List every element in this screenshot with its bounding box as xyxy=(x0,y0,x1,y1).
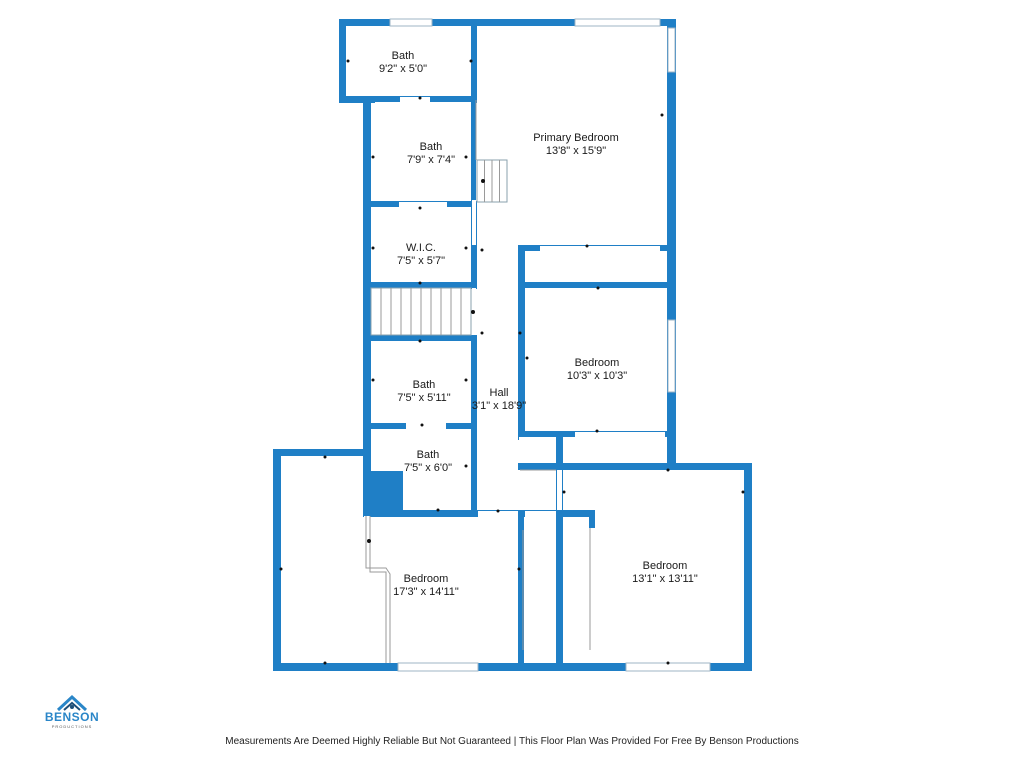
room-bath-4: Bath 7'5" x 6'0" xyxy=(404,449,452,474)
room-bedroom-4: Bedroom 13'1" x 13'11" xyxy=(632,560,698,585)
room-name: Bath xyxy=(420,141,443,153)
benson-logo: BENSON PRODUCTIONS xyxy=(36,694,108,729)
room-name: Primary Bedroom xyxy=(533,132,619,144)
room-size: 7'5" x 5'7" xyxy=(397,255,445,267)
room-size: 7'9" x 7'4" xyxy=(407,154,455,166)
room-bath-2: Bath 7'9" x 7'4" xyxy=(407,141,455,166)
room-size: 7'5" x 5'11" xyxy=(397,392,450,404)
room-bedroom-2: Bedroom 10'3" x 10'3" xyxy=(567,357,627,382)
room-bedroom-3: Bedroom 17'3" x 14'11" xyxy=(393,573,459,598)
room-bath-3: Bath 7'5" x 5'11" xyxy=(397,379,450,404)
room-name: Bath xyxy=(392,50,415,62)
room-labels: Bath 9'2" x 5'0" Bath 7'9" x 7'4" Primar… xyxy=(379,50,698,598)
room-name: W.I.C. xyxy=(406,242,436,254)
room-size: 13'8" x 15'9" xyxy=(546,145,606,157)
room-name: Bath xyxy=(413,379,436,391)
room-size: 3'1" x 18'9" xyxy=(472,400,526,412)
room-size: 17'3" x 14'11" xyxy=(393,586,459,598)
room-bath-1: Bath 9'2" x 5'0" xyxy=(379,50,427,75)
logo-tagline: PRODUCTIONS xyxy=(51,724,93,729)
room-hall: Hall 3'1" x 18'9" xyxy=(472,387,526,412)
benson-house-icon xyxy=(56,694,88,712)
openings xyxy=(364,18,711,672)
room-wic: W.I.C. 7'5" x 5'7" xyxy=(397,242,445,267)
room-size: 7'5" x 6'0" xyxy=(404,462,452,474)
room-primary-bedroom: Primary Bedroom 13'8" x 15'9" xyxy=(533,132,619,157)
markers xyxy=(279,59,745,665)
room-size: 13'1" x 13'11" xyxy=(632,573,698,585)
logo-brand: BENSON xyxy=(44,710,100,724)
room-name: Hall xyxy=(490,387,509,399)
room-size: 9'2" x 5'0" xyxy=(379,63,427,75)
room-name: Bedroom xyxy=(575,357,620,369)
footer-disclaimer: Measurements Are Deemed Highly Reliable … xyxy=(225,736,799,747)
room-name: Bath xyxy=(417,449,440,461)
stairs xyxy=(370,159,508,336)
room-name: Bedroom xyxy=(643,560,688,572)
room-name: Bedroom xyxy=(404,573,449,585)
room-size: 10'3" x 10'3" xyxy=(567,370,627,382)
